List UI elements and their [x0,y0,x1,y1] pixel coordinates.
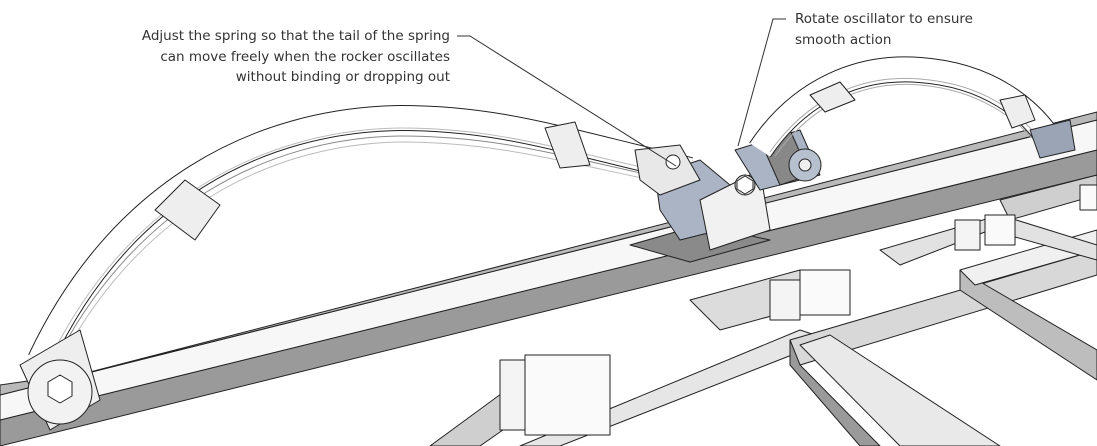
hex-bolt-icon [47,374,73,404]
right-hanger [1029,119,1076,159]
annotation-line: Rotate oscillator to ensure [795,11,973,27]
spring-clip [999,94,1036,129]
hex-bolt-icon [736,175,754,195]
leader-line-spring [457,35,677,167]
rocker-assembly [629,129,822,263]
annotation-line: Adjust the spring so that the tail of th… [141,28,450,44]
annotation-line: can move freely when the rocker oscillat… [160,48,450,65]
annotation-spring: Adjust the spring so that the tail of th… [142,26,450,88]
cross-members [429,174,1097,446]
left-hanger [19,329,101,431]
spring-clip [809,81,856,113]
leader-line-oscillator [737,18,786,147]
spring-clip [544,121,591,169]
annotation-oscillator: Rotate oscillator to ensure smooth actio… [795,9,973,50]
annotation-line: without binding or dropping out [235,69,450,85]
spring-clip [154,179,221,241]
annotation-line: smooth action [795,31,892,48]
